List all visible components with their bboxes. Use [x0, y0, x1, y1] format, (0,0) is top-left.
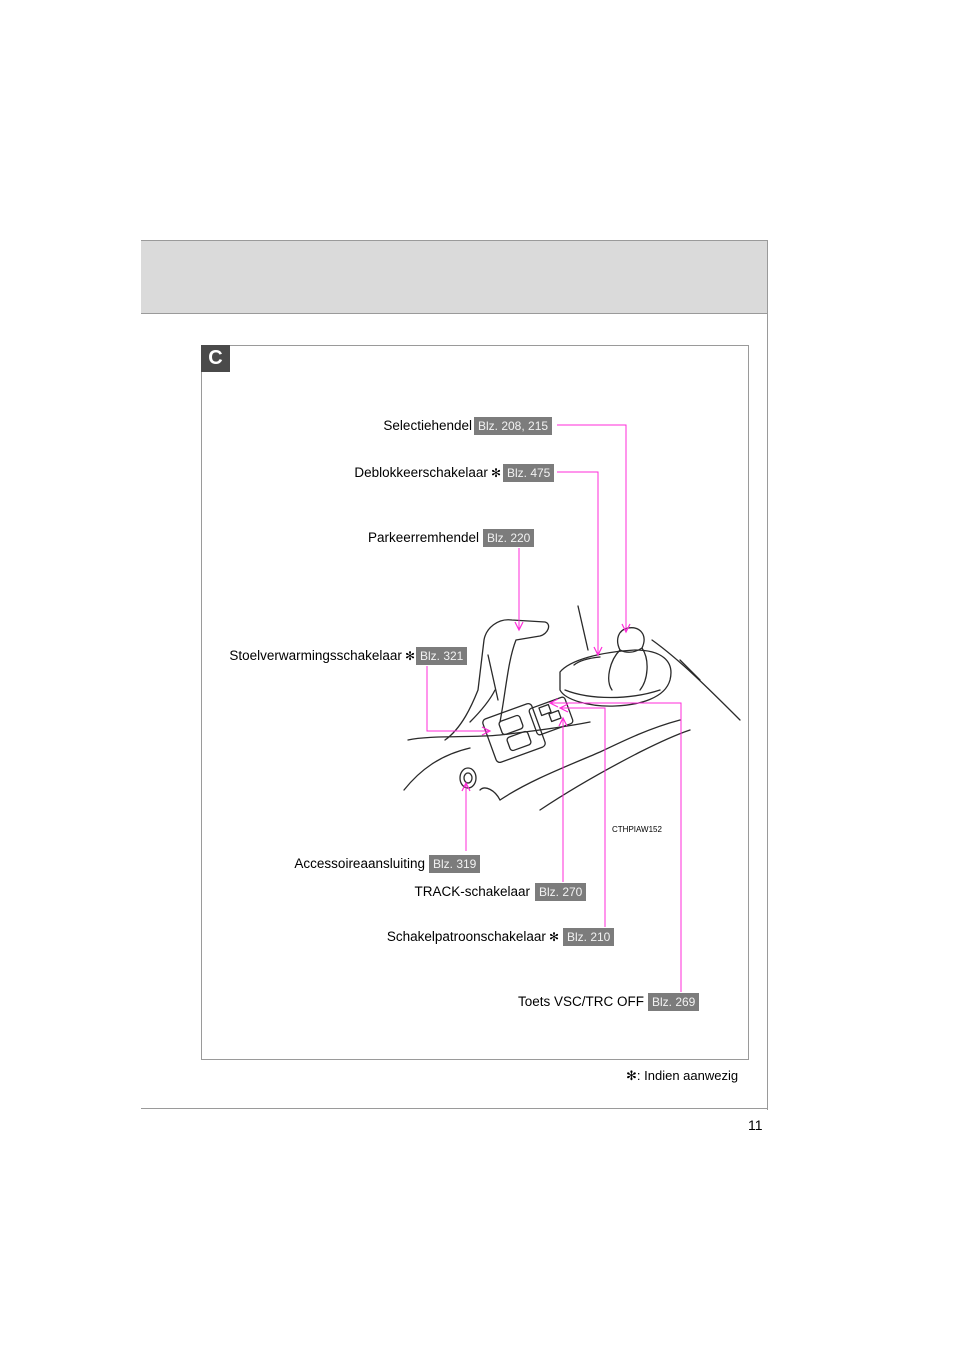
- leader-lines: [426, 424, 682, 992]
- arrowheads: [461, 621, 631, 792]
- page-ref-deblokkeerschakelaar[interactable]: Blz. 475: [503, 464, 555, 482]
- callout-label-toets-vsc-trc-off: Toets VSC/TRC OFF: [517, 994, 644, 1009]
- callout-label-track-schakelaar: TRACK-schakelaar: [414, 884, 530, 899]
- right-margin-rule: [767, 240, 768, 1110]
- illustration-frame: [201, 345, 749, 1060]
- footnote-text: : Indien aanwezig: [636, 1068, 739, 1083]
- console-drawing: [403, 605, 741, 811]
- page-ref-parkeerremhendel[interactable]: Blz. 220: [483, 529, 535, 547]
- callout-label-deblokkeerschakelaar: Deblokkeerschakelaar: [354, 465, 488, 480]
- optional-star-icon: ✻: [548, 930, 559, 944]
- callout-label-accessoireaansluiting: Accessoireaansluiting: [294, 856, 425, 871]
- optional-star-icon: ✻: [404, 649, 415, 663]
- page-ref-schakelpatroonschakelaar[interactable]: Blz. 210: [563, 928, 615, 946]
- footnote: ✻: Indien aanwezig: [626, 1068, 738, 1084]
- page-ref-accessoireaansluiting[interactable]: Blz. 319: [429, 855, 481, 873]
- page-number: 11: [748, 1117, 763, 1133]
- callout-label-schakelpatroonschakelaar: Schakelpatroonschakelaar: [386, 929, 546, 944]
- optional-star-icon: ✻: [490, 466, 501, 480]
- page-ref-toets-vsc-trc-off[interactable]: Blz. 269: [648, 993, 700, 1011]
- callout-label-stoelverwarmingsschakelaar: Stoelverwarmingsschakelaar: [229, 648, 402, 663]
- page-ref-track-schakelaar[interactable]: Blz. 270: [535, 883, 587, 901]
- callout-label-selectiehendel: Selectiehendel: [383, 418, 472, 433]
- bottom-rule: [141, 1108, 768, 1109]
- section-badge: C: [201, 345, 230, 372]
- header-band: [141, 240, 767, 314]
- page-ref-stoelverwarmingsschakelaar[interactable]: Blz. 321: [416, 647, 468, 665]
- callout-label-parkeerremhendel: Parkeerremhendel: [367, 530, 479, 545]
- page-ref-selectiehendel[interactable]: Blz. 208, 215: [474, 417, 553, 435]
- footnote-star-icon: ✻: [626, 1068, 637, 1083]
- figure-code: CTHPIAW152: [612, 825, 662, 834]
